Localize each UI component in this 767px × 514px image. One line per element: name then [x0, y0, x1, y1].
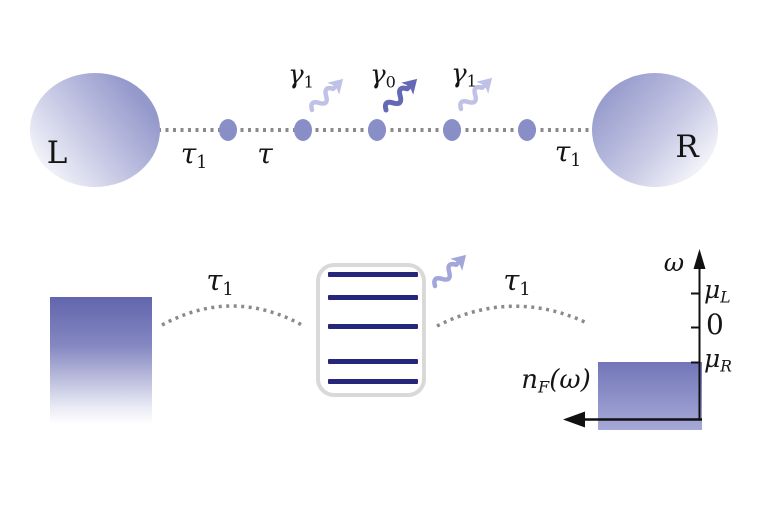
chain-site-4 [443, 119, 461, 141]
energy-level-box [316, 263, 426, 397]
photon-arrow-gamma0-icon [382, 78, 418, 113]
photon-arrow-gamma1-left-icon [309, 78, 344, 113]
zero-tick-label: 0 [706, 308, 724, 341]
chain-site-1 [219, 119, 237, 141]
coupling-arc-left [161, 304, 303, 327]
nf-axis-arrowhead [563, 411, 585, 428]
lead-right-ellipse [592, 73, 718, 187]
gamma1-right-label: γ1 [451, 59, 477, 91]
fermi-function-label: nF(ω) [521, 365, 591, 397]
tau1-top-left-label: τ1 [180, 137, 208, 173]
gamma1-left-label: γ1 [288, 60, 314, 92]
omega-axis-label: ω [663, 248, 685, 277]
energy-level-line-2 [328, 295, 418, 300]
mu-lower-tick-label: μR [704, 344, 732, 376]
omega-axis-arrowhead [693, 249, 706, 269]
tau1-top-right-label: τ1 [554, 135, 582, 171]
tau-top-mid-label: τ [257, 137, 273, 170]
chain-site-5 [518, 119, 536, 141]
chain-site-2 [294, 119, 312, 141]
lead-left-ellipse [30, 73, 160, 187]
energy-level-line-3 [328, 324, 418, 329]
tau1-bottom-right-label: τ1 [503, 263, 531, 301]
lead-left-label: L [46, 135, 68, 171]
energy-level-line-5 [328, 379, 418, 384]
tau1-bottom-left-label: τ1 [206, 263, 234, 301]
photon-arrow-gamma1-right-icon [458, 77, 493, 112]
lead-right-label: R [675, 129, 699, 165]
mu-upper-tick-label: μL [704, 275, 731, 307]
coupling-arc-right [436, 304, 588, 328]
energy-level-line-1 [328, 272, 418, 277]
fermi-occupation-rect [598, 362, 702, 430]
chain-site-3 [368, 119, 386, 141]
gamma0-label: γ0 [370, 60, 396, 92]
energy-level-line-4 [328, 359, 418, 364]
lead-band-left [50, 297, 152, 424]
photon-arrow-impurity-icon [432, 254, 467, 289]
